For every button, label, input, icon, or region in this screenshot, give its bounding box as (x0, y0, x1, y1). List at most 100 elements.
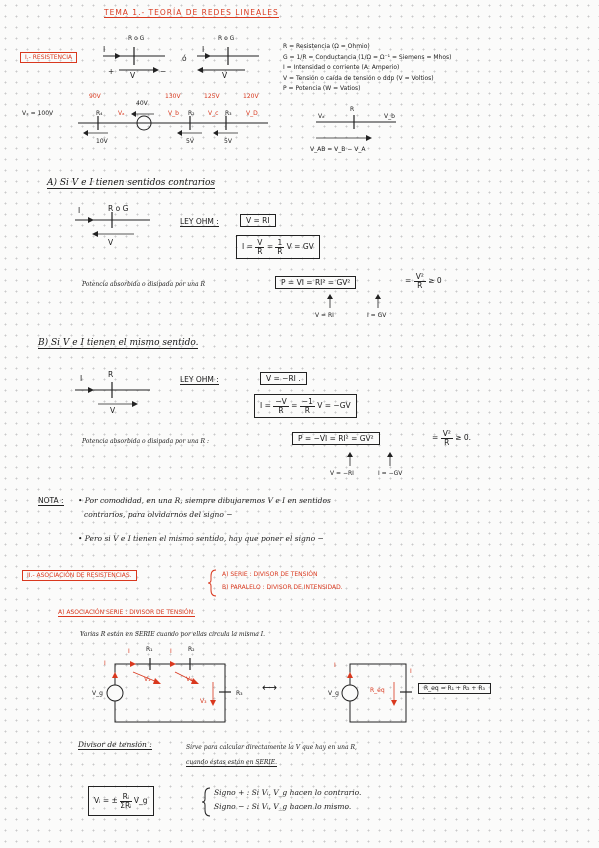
chain-vb: V_b (168, 110, 179, 117)
ley-ohm-b-label: LEY OHM : (180, 375, 219, 385)
potencia-a-sub2: I = GV (367, 312, 387, 319)
nota-paragraph-1: • Por comodidad, en una R, siempre dibuj… (78, 494, 331, 522)
potencia-a-box: P = VI = RI² = GV² (275, 276, 357, 289)
asociacion-serie-heading-text: A) ASOCIACIÓN SERIE : DIVISOR DE TENSIÓN… (58, 609, 196, 617)
divisor-label-text: Divisor de tensión : (78, 740, 152, 750)
chain-vc: V_c (208, 110, 219, 117)
fig-top-i-label: I (103, 45, 106, 54)
i-a-mid: = (266, 242, 276, 251)
pot-a-rhs-eq: = (405, 276, 412, 285)
nota-paragraph-2: • Pero si V e I tienen el mismo sentido,… (78, 534, 324, 543)
eq-circ-req: R_eq (370, 687, 385, 694)
nota-p1-line-b: contrarios, para olvidarnos del signo − (84, 510, 233, 519)
pot-b-rhs-den: R (444, 437, 450, 447)
chain-r2: R₂ (188, 110, 195, 117)
i-b-num2: −1 (299, 397, 315, 407)
potencia-a-arrows (327, 294, 381, 308)
i-a-rhs: V = GV (286, 242, 314, 251)
pot-a-rhs-den: R (417, 280, 423, 290)
i-b-den2: R (304, 405, 310, 415)
chain-130v: 130V (165, 93, 181, 100)
series-circuit-diagram (106, 658, 231, 723)
def-intensidad: I = Intensidad o corriente (A: Amperio) (283, 64, 400, 71)
page-title: TEMA 1.- TEORÍA DE REDES LINEALES (104, 8, 279, 18)
potencia-a-text: Potencia absorbida o disipada por una R (82, 281, 206, 288)
def-resistencia: R = Resistencia (Ω = Ohmio) (283, 43, 370, 50)
equivalent-circuit-diagram (341, 663, 412, 723)
fig-a-v: V (108, 238, 114, 247)
circ-i-r2: I (170, 648, 172, 655)
chain-40v: 40V (136, 100, 148, 107)
i-b-rhs: V = −GV (317, 401, 351, 410)
divisor-description: Sirve para calcular directamente la V qu… (186, 740, 357, 770)
chain-vd: V_D (246, 110, 258, 117)
section-ii-brace (207, 569, 217, 597)
fig-top-r-label-2: R o G (218, 35, 235, 42)
pot-b-rhs-num: V² (440, 429, 453, 439)
divisor-formula-num: Rᵢ (120, 793, 132, 802)
pot-a-rhs-num: V² (413, 272, 426, 282)
potencia-a-sub1: V = RI (315, 312, 334, 319)
eq-circ-i-r: I (410, 668, 412, 675)
circ-v3: V₃ (200, 698, 207, 705)
def-conductancia: G = 1/R = Conductancia (1/Ω = Ω⁻¹ = Siem… (283, 53, 452, 61)
fig-top-v-label: V (130, 71, 136, 80)
title-text: TEMA 1.- TEORÍA DE REDES LINEALES (104, 8, 279, 18)
eq-circ-vg: V_g (328, 690, 339, 697)
chain-5v-b: 5V (224, 138, 232, 145)
potencia-b-sub1: V = −RI (330, 470, 354, 477)
definitions-list: R = Resistencia (Ω = Ohmio) G = 1/R = Co… (283, 42, 452, 95)
fig-b-r: R (108, 370, 114, 379)
chain-120v: 120V (243, 93, 259, 100)
pot-b-rhs-ge: ≥ 0. (455, 433, 472, 442)
fig-a-i: I (78, 206, 81, 215)
fig-top-minus: − (160, 67, 167, 76)
i-b-den: R (278, 405, 284, 415)
vab-equation: V_AB = V_B − V_A (310, 146, 366, 153)
fig-top-sep: ó (182, 54, 187, 63)
chain-10v: 10V (96, 138, 108, 145)
divisor-sign-rules: Signo + : Si Vᵢ, V_g hacen lo contrario.… (214, 786, 361, 814)
vab-vb: V_b (384, 113, 395, 120)
chain-5v-a: 5V (186, 138, 194, 145)
i-a-den: R (257, 246, 263, 256)
potencia-b-box: P = −VI = RI² = GV² (292, 432, 380, 445)
resistor-b-diagram (75, 382, 150, 407)
chain-r4: R₄ (96, 110, 103, 117)
circ-vg: V_g (92, 690, 103, 697)
chain-vx: Vₓ = 100V (22, 110, 54, 117)
circ-i-source: I (104, 660, 106, 667)
req-formula-box: R_eq = R₁ + R₂ + R₃ (418, 683, 491, 694)
circ-r1: R₁ (146, 646, 153, 653)
section-ii-paralelo: B) PARALELO : DIVISOR DE INTENSIDAD. (222, 584, 343, 591)
ley-ohm-b-label-text: LEY OHM : (180, 375, 219, 385)
resistor-a-diagram (75, 212, 150, 237)
vab-diagram (316, 115, 396, 141)
i-b-mid: = (291, 401, 298, 410)
divisor-sign-brace (201, 787, 211, 817)
fig-top-v-label-2: V (222, 71, 228, 80)
fig-b-v: V (110, 406, 116, 415)
potencia-b-text: Potencia absorbida o disipada por una R … (82, 438, 209, 445)
fig-top-plus: + (108, 67, 115, 76)
nota-p1-line-a: • Por comodidad, en una R, siempre dibuj… (78, 496, 331, 505)
ley-ohm-b-eq: V = −RI . (260, 372, 307, 385)
circ-r2: R₂ (188, 646, 195, 653)
voltage-chain-diagram (78, 111, 268, 136)
asociacion-serie-heading: A) ASOCIACIÓN SERIE : DIVISOR DE TENSIÓN… (58, 609, 196, 617)
chain-125v: 125V (204, 93, 220, 100)
circ-i-r1: I (128, 648, 130, 655)
i-b-lhs: I = (260, 401, 271, 410)
section-ii-serie: A) SERIE : DIVISOR DE TENSIÓN (222, 571, 318, 578)
circ-r3: R₃ (236, 690, 243, 697)
divisor-formula-rhs: V_g (133, 796, 148, 805)
i-a-lhs: I = (242, 242, 253, 251)
pot-a-rhs-ge: ≥ 0 (428, 276, 442, 285)
nota-label-text: NOTA : (38, 496, 64, 506)
fig-top-r-label: R o G (128, 35, 145, 42)
divisor-label: Divisor de tensión : (78, 740, 152, 750)
vab-va: Vₐ (318, 113, 325, 120)
chain-r3: R₃ (225, 110, 232, 117)
